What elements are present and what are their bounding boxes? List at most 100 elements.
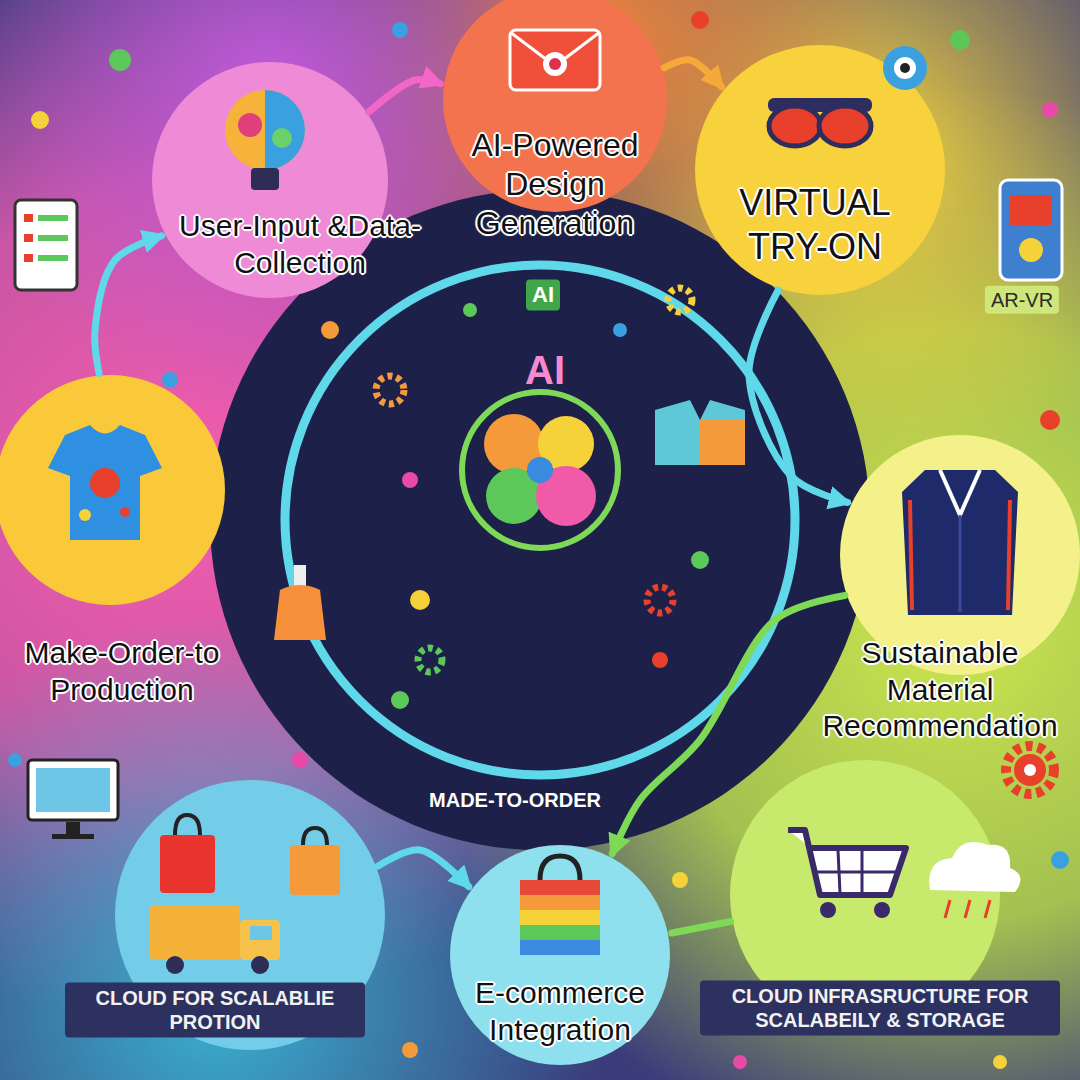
eye-icon [894,57,916,79]
lightbulb-icon [225,90,305,170]
rainbow-bag-icon [520,910,600,925]
cart-icon [815,871,897,874]
monitor-icon [66,822,80,834]
node-label: CLOUD FOR SCALABLIE PROTION [65,983,365,1038]
confetti-dot [652,652,668,668]
flow-arrow [369,80,440,112]
confetti-dot [109,49,131,71]
gear-icon [376,288,1054,794]
shopping-bag-icon [160,815,340,895]
gear-icon [668,288,692,312]
gear-icon [1006,746,1054,794]
confetti-dot [733,1055,747,1069]
shopping-bag-icon [290,845,340,895]
checklist-icon [24,214,33,222]
text-holder: User-Input &Data-Collection [175,208,425,281]
flow-arrow [95,236,162,374]
confetti-dot [402,1042,418,1058]
text-holder: AI-Powered Design Generation [450,126,660,243]
envelope-icon [510,30,600,90]
center-flower-icon [462,392,618,548]
jacket-icon [700,420,745,465]
callout-label: AI [525,346,565,395]
jacket-icon [655,400,745,465]
eye-icon [883,46,927,90]
gear-icon [647,587,673,613]
flow-arrow [378,850,469,887]
gear-icon [1014,754,1046,786]
mannequin-icon [274,565,326,640]
tshirt-icon [120,507,130,517]
eye-icon [883,46,927,90]
coat-icon [959,515,962,612]
callout-label: AI [526,280,560,311]
checklist-icon [38,215,68,221]
goggles-icon [819,106,871,146]
confetti-dot [162,372,178,388]
monitor-icon [52,834,94,839]
lightbulb-icon [225,90,305,190]
lightbulb-icon [251,168,279,190]
coat-icon [910,500,912,610]
confetti-dot [1051,851,1069,869]
envelope-icon [549,58,561,70]
eye-icon [900,63,910,73]
confetti-dot [321,321,339,339]
gear-icon [1024,764,1036,776]
callout-label: MADE-TO-ORDER [423,786,607,814]
confetti-dot [8,753,22,767]
envelope-icon [543,52,567,76]
text-holder: VIRTUAL TRY-ON [720,181,910,269]
center-flower-icon [462,392,618,548]
node-label: Sustainable Material Recommendation [815,635,1065,745]
confetti-dot [691,551,709,569]
node-label: User-Input &Data-Collection [175,208,425,281]
rainbow-bag-icon [520,856,600,955]
gear-icon [418,648,442,672]
tablet-icon [1010,195,1052,225]
confetti-dot [993,1055,1007,1069]
text-holder: AR-VR [985,286,1059,314]
cart-icon [788,830,906,895]
confetti-dot [392,22,408,38]
delivery-truck-icon [250,926,272,940]
confetti-dot [463,303,477,317]
monitor-icon [28,760,118,820]
checklist-icon [38,255,68,261]
gear-icon [376,376,404,404]
delivery-truck-icon [150,905,280,974]
circle-fill [0,375,225,605]
tshirt-icon [90,468,120,498]
confetti-dot [691,11,709,29]
tshirt-icon [48,425,162,540]
checklist-icon [24,254,33,262]
node-label: VIRTUAL TRY-ON [720,181,910,269]
mannequin-icon [274,585,326,640]
node-label: Make-Order-to Production [10,635,235,708]
delivery-truck-icon [166,956,184,974]
text-holder: CLOUD FOR SCALABLIE PROTION [65,983,365,1038]
confetti-dot [410,590,430,610]
rainbow-bag-icon [520,940,600,955]
coat-icon [1008,500,1010,610]
flow-arrow [749,290,848,503]
text-holder: Make-Order-to Production [10,635,235,708]
confetti-dot [391,691,409,709]
flow-arrow [664,60,721,87]
cloud-icon [929,842,1020,892]
center-flower-icon [527,457,553,483]
callout-label: AR-VR [985,286,1059,314]
envelope-icon [510,30,600,90]
cloud-icon [945,900,950,918]
confetti-dot [31,111,49,129]
lightbulb-icon [265,90,305,170]
confetti-dot [1042,102,1058,118]
confetti-dot [1040,410,1060,430]
monitor-icon [28,760,118,839]
text-holder: MADE-TO-ORDER [423,786,607,814]
coat-icon [902,470,1018,615]
shopping-bag-icon [303,828,327,845]
